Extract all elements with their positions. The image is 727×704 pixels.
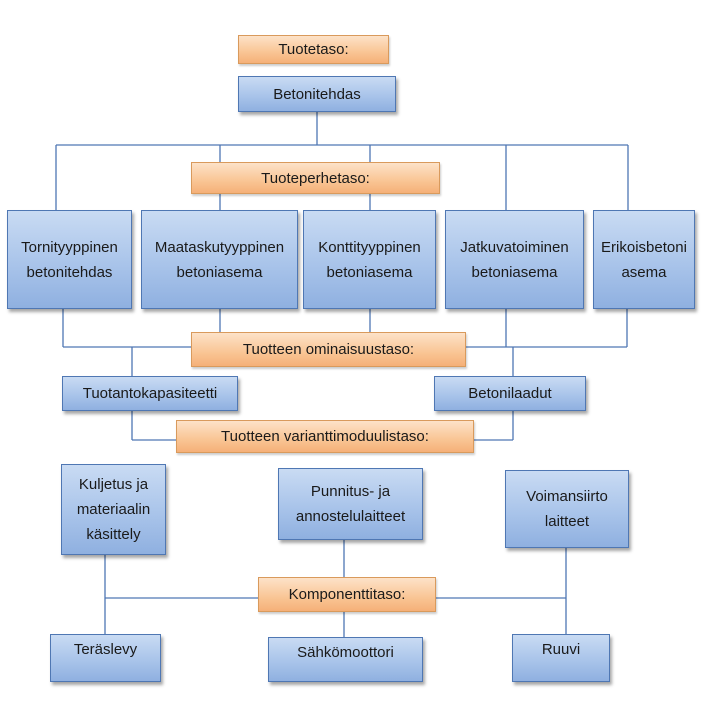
level-label-text: Tuotteen ominaisuustaso: [242,341,415,358]
family-node: Erikoisbetoni asema [593,210,695,309]
property-node: Tuotantokapasiteetti [62,376,238,411]
variant-node: Kuljetus ja materiaalin käsittely [61,464,166,555]
level-label-text: Tuotetaso: [278,41,349,58]
family-node: Konttityyppinen betoniasema [303,210,436,309]
family-node-label: Tornityyppinen betonitehdas [21,238,118,281]
component-node: Ruuvi [512,634,610,682]
property-node: Betonilaadut [434,376,586,411]
level-label-family: Tuoteperhetaso: [191,162,440,194]
variant-node-label: Voimansiirto laitteet [526,488,608,530]
property-node-label: Betonilaadut [468,385,552,402]
family-node-label: Maataskutyyppinen betoniasema [154,238,285,281]
component-node-label: Ruuvi [541,641,581,658]
variant-node-label: Punnitus- ja annostelulaitteet [295,483,406,525]
level-label-property: Tuotteen ominaisuustaso: [191,332,466,367]
variant-node: Punnitus- ja annostelulaitteet [278,468,423,540]
variant-node-label: Kuljetus ja materiaalin käsittely [76,476,151,543]
family-node: Tornityyppinen betonitehdas [7,210,132,309]
property-node-label: Tuotantokapasiteetti [82,385,218,402]
family-node: Jatkuvatoiminen betoniasema [445,210,584,309]
level-label-component: Komponenttitaso: [258,577,436,612]
component-node-label: Sähkömoottori [297,644,394,661]
product-node-label: Betonitehdas [273,85,361,103]
level-label-product: Tuotetaso: [238,35,389,64]
component-node: Teräslevy [50,634,161,682]
level-label-text: Tuoteperhetaso: [261,169,370,187]
family-node-label: Erikoisbetoni asema [601,238,687,281]
family-node-label: Jatkuvatoiminen betoniasema [460,238,569,281]
family-node-label: Konttityyppinen betoniasema [318,238,421,281]
variant-node: Voimansiirto laitteet [505,470,629,548]
product-node: Betonitehdas [238,76,396,112]
component-node-label: Teräslevy [73,641,138,658]
level-label-variant: Tuotteen varianttimoduulistaso: [176,420,474,453]
family-node: Maataskutyyppinen betoniasema [141,210,298,309]
component-node: Sähkömoottori [268,637,423,682]
level-label-text: Tuotteen varianttimoduulistaso: [221,428,429,445]
level-label-text: Komponenttitaso: [288,586,406,603]
